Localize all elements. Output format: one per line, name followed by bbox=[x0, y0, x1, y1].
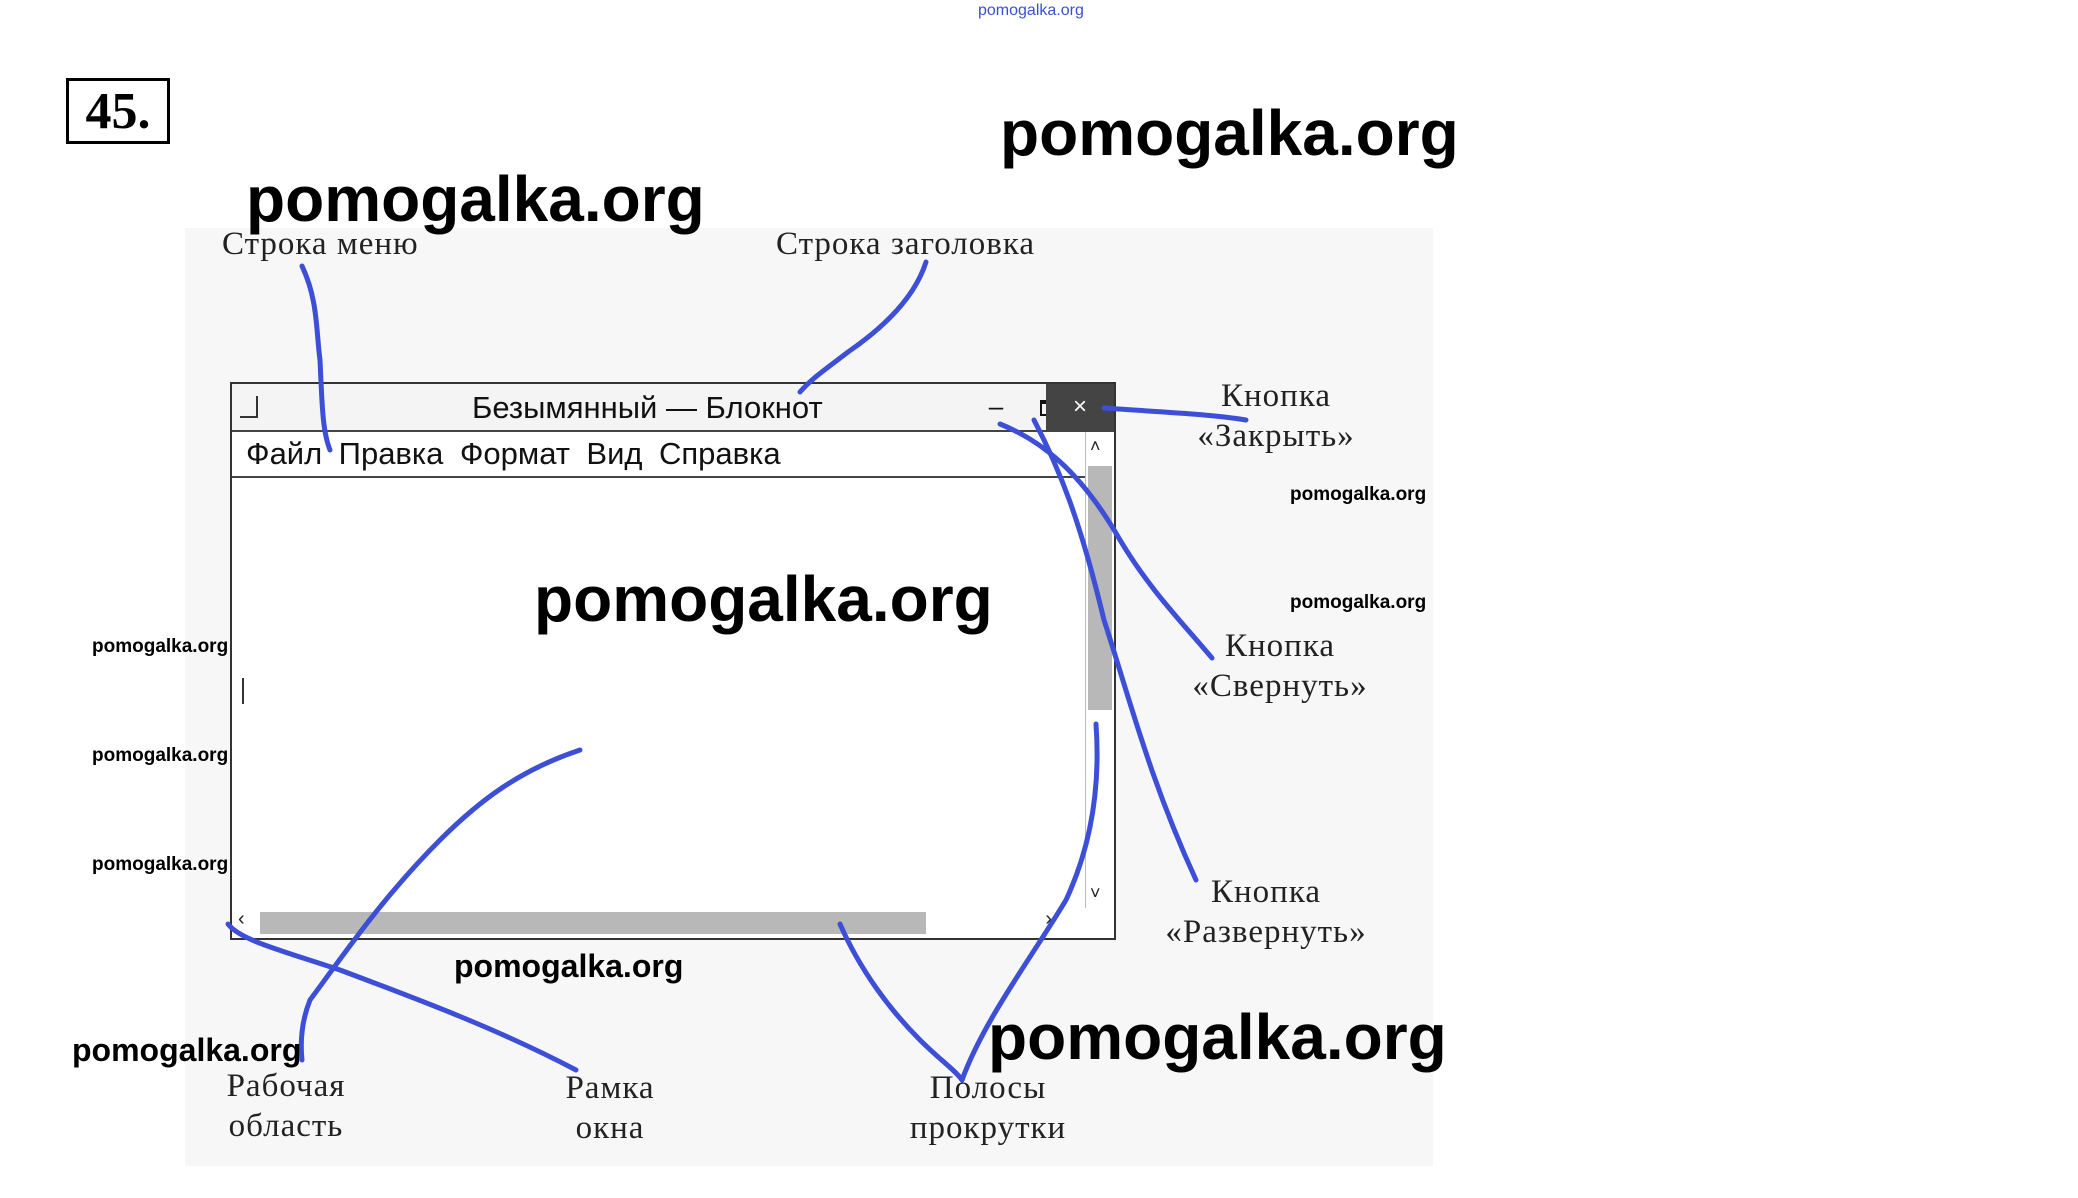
watermark-big-1: pomogalka.org bbox=[1000, 97, 1459, 169]
scroll-right-icon[interactable]: › bbox=[1045, 908, 1052, 930]
label-maximize-button: Кнопка«Развернуть» bbox=[1165, 874, 1367, 950]
close-button[interactable]: × bbox=[1046, 384, 1114, 430]
menu-help[interactable]: Справка bbox=[658, 436, 781, 471]
app-icon bbox=[240, 396, 258, 418]
menu-bar: Файл Правка Формат Вид Справка bbox=[232, 432, 1086, 478]
menu-file[interactable]: Файл bbox=[246, 436, 323, 471]
pointer-scrollbar-v bbox=[959, 721, 1100, 1083]
task-number: 45. bbox=[66, 78, 170, 144]
site-watermark-top: pomogalka.org bbox=[978, 2, 1084, 19]
pointer-title-bar bbox=[797, 259, 929, 395]
watermark-medium-2: pomogalka.org bbox=[72, 1032, 302, 1068]
watermark-big-3: pomogalka.org bbox=[534, 563, 993, 635]
label-close-button: Кнопка«Закрыть» bbox=[1197, 378, 1355, 454]
pointer-window-frame bbox=[225, 921, 579, 1073]
scroll-down-icon[interactable]: ˅ bbox=[1090, 883, 1101, 903]
watermark-small-5: pomogalka.org bbox=[92, 854, 229, 875]
menu-view[interactable]: Вид bbox=[586, 436, 643, 471]
label-minimize-button: Кнопка«Свернуть» bbox=[1192, 628, 1368, 704]
pointer-work-area bbox=[298, 747, 583, 1063]
menu-edit[interactable]: Правка bbox=[338, 436, 444, 471]
watermark-small-4: pomogalka.org bbox=[92, 745, 229, 766]
menu-format[interactable]: Формат bbox=[459, 436, 570, 471]
watermark-medium-1: pomogalka.org bbox=[454, 948, 684, 984]
scroll-left-icon[interactable]: ‹ bbox=[238, 908, 245, 930]
text-caret bbox=[242, 678, 244, 704]
watermark-small-3: pomogalka.org bbox=[92, 636, 229, 657]
scroll-up-icon[interactable]: ˄ bbox=[1090, 436, 1101, 456]
pointer-close-button bbox=[1101, 405, 1249, 423]
horizontal-scrollbar[interactable]: ‹ › bbox=[232, 908, 1086, 938]
pointer-menu-bar bbox=[299, 263, 333, 453]
title-bar: Безымянный — Блокнот – × bbox=[232, 384, 1114, 432]
pointer-maximize-button bbox=[1031, 417, 1199, 883]
watermark-big-2: pomogalka.org bbox=[246, 163, 705, 235]
watermark-small-1: pomogalka.org bbox=[1290, 484, 1427, 505]
window-title: Безымянный — Блокнот bbox=[472, 390, 823, 425]
watermark-small-2: pomogalka.org bbox=[1290, 592, 1427, 613]
minimize-button[interactable]: – bbox=[988, 391, 1004, 421]
pointer-minimize-button bbox=[997, 421, 1215, 661]
label-title-bar: Строка заголовка bbox=[776, 226, 1036, 262]
label-menu-bar: Строка меню bbox=[222, 226, 419, 262]
pointer-scrollbar-h bbox=[837, 921, 965, 1083]
work-area[interactable] bbox=[232, 478, 1086, 908]
watermark-big-4: pomogalka.org bbox=[988, 1001, 1447, 1073]
horizontal-scroll-thumb[interactable] bbox=[260, 912, 926, 934]
